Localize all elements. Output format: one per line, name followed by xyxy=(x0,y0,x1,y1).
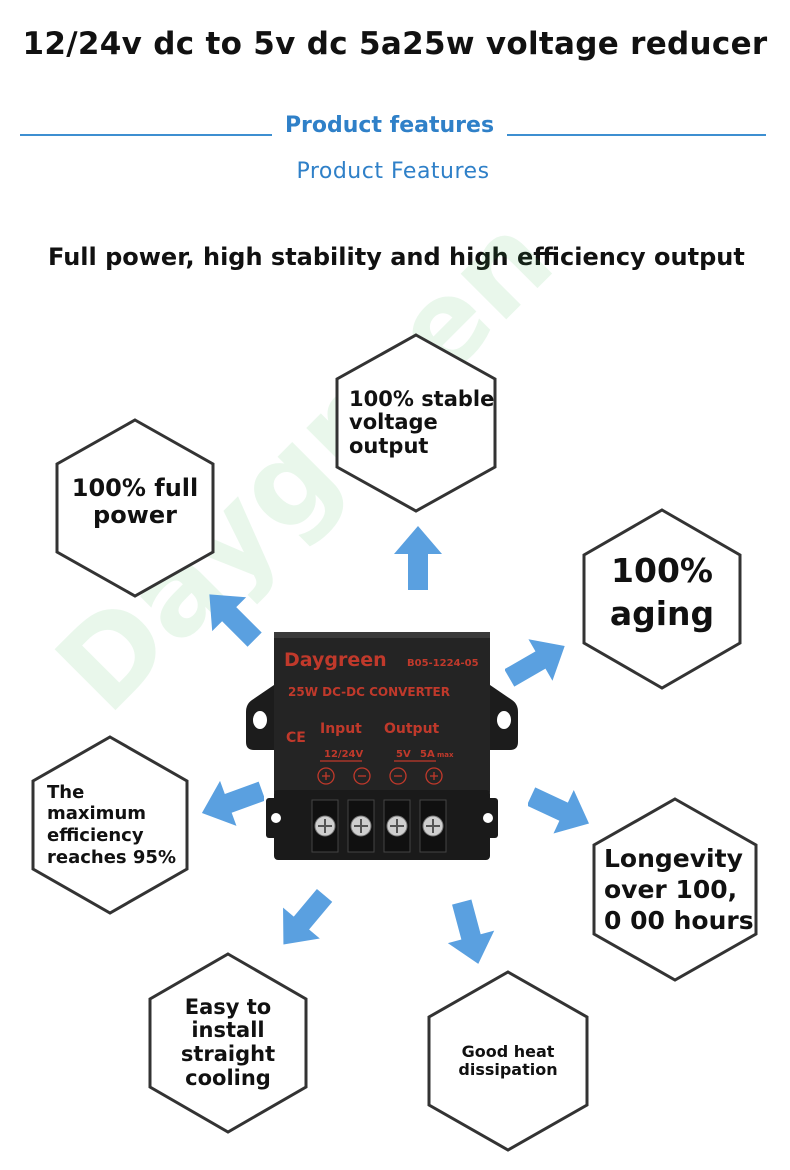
terminal-screws xyxy=(311,799,447,853)
product-input-value: 12/24V xyxy=(324,749,363,760)
divider-right xyxy=(507,134,766,136)
feature-hexagon-aging: 100% aging xyxy=(582,508,742,690)
product-model: B05-1224-05 xyxy=(407,658,479,669)
feature-label: Good heat dissipation xyxy=(458,1042,558,1079)
headline: Full power, high stability and high effi… xyxy=(48,243,745,271)
product-input-label: Input xyxy=(320,721,362,737)
section-title: Product features xyxy=(284,113,495,138)
product-output-label: Output xyxy=(384,721,440,737)
feature-label: 100% aging xyxy=(609,551,715,633)
arrow-up-right-icon xyxy=(505,639,565,687)
feature-hexagon-stable-voltage: 100% stable voltage output xyxy=(335,333,497,513)
feature-hexagon-easy-install: Easy to install straight cooling xyxy=(148,952,308,1134)
arrow-up-icon xyxy=(394,526,442,590)
feature-hexagon-heat-dissipation: Good heat dissipation xyxy=(427,970,589,1152)
hexagon-outline xyxy=(427,970,589,1152)
hexagon-outline xyxy=(148,952,308,1134)
feature-label: 100% full power xyxy=(71,474,199,529)
product-type: 25W DC-DC CONVERTER xyxy=(288,685,450,699)
divider-left xyxy=(20,134,272,136)
feature-label: Easy to install straight cooling xyxy=(180,994,276,1090)
section-subtitle: Product Features xyxy=(296,159,490,184)
page-title: 12/24v dc to 5v dc 5a25w voltage reducer xyxy=(22,26,768,62)
polarity-symbols xyxy=(317,760,443,785)
feature-label: Longevity over 100, 0 00 hours xyxy=(604,843,754,936)
hexagon-outline xyxy=(335,333,497,513)
arrow-down-icon xyxy=(447,899,495,964)
arrow-left-icon xyxy=(201,780,264,826)
product-output-voltage: 5V xyxy=(396,749,411,760)
arrow-right-icon xyxy=(528,787,590,834)
hexagon-outline xyxy=(582,508,742,690)
feature-hexagon-longevity: Longevity over 100, 0 00 hours xyxy=(592,797,758,982)
hexagon-outline xyxy=(55,418,215,598)
arrow-up-left-icon xyxy=(209,594,262,647)
product-output-current: 5A xyxy=(420,749,435,760)
feature-hexagon-full-power: 100% full power xyxy=(55,418,215,598)
feature-hexagon-efficiency: The maximum efficiency reaches 95% xyxy=(31,735,189,915)
converter-product-image: Daygreen B05-1224-05 25W DC-DC CONVERTER… xyxy=(246,632,518,860)
arrow-down-left-icon xyxy=(283,889,333,945)
feature-label: The maximum efficiency reaches 95% xyxy=(47,781,176,868)
product-ce-mark: CE xyxy=(286,730,306,746)
feature-label: 100% stable voltage output xyxy=(349,386,495,458)
product-max-label: max xyxy=(437,751,454,759)
hexagon-outline xyxy=(31,735,189,915)
product-brand: Daygreen xyxy=(284,649,387,671)
hexagon-outline xyxy=(592,797,758,982)
